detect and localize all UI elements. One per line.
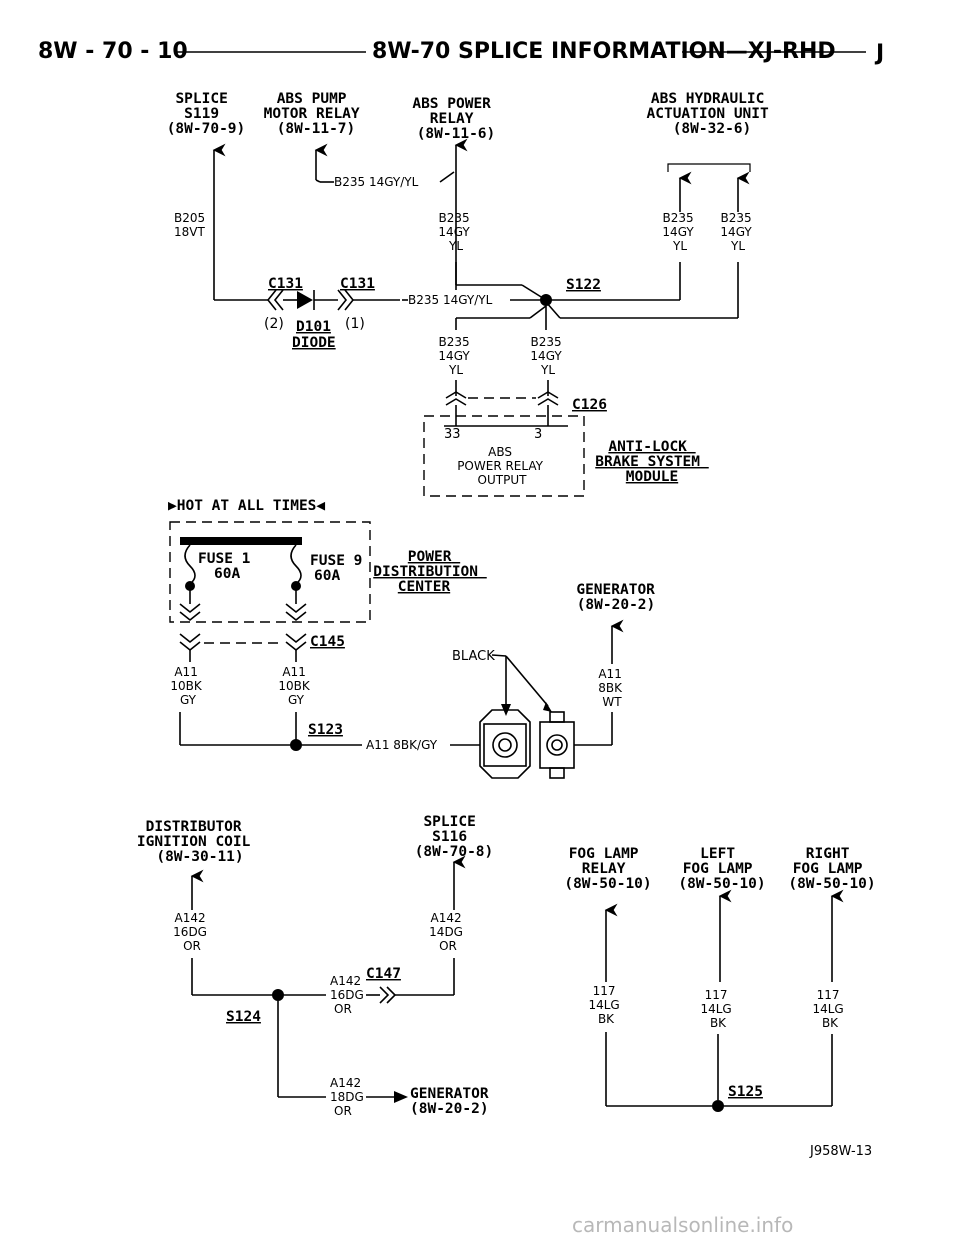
page-letter: J <box>874 41 884 66</box>
a142-c147-label: A142 16DG OR <box>330 974 368 1016</box>
splice-s119-label: SPLICE S119 (8W-70-9) <box>167 91 246 137</box>
power-distribution-center-label: POWER DISTRIBUTION CENTER <box>373 549 487 595</box>
splice-s124-dot <box>272 989 284 1001</box>
a142-gen-label: A142 18DG OR <box>330 1076 368 1118</box>
watermark: carmanualsonline.info <box>572 1213 793 1237</box>
b235-c126-b-label: B235 14GY YL <box>530 335 565 377</box>
w117-right-label: 117 14LG BK <box>812 988 847 1030</box>
s123-label: S123 <box>308 722 343 738</box>
distributor-label: DISTRIBUTOR IGNITION COIL (8W-30-11) <box>137 819 259 865</box>
b235-top-label: B235 14GY/YL <box>334 175 419 189</box>
abs-hydraulic-label: ABS HYDRAULIC ACTUATION UNIT (8W-32-6) <box>647 91 778 137</box>
s122-label: S122 <box>566 277 601 293</box>
anti-lock-module-label: ANTI-LOCK BRAKE SYSTEM MODULE <box>595 439 709 485</box>
section-a142: DISTRIBUTOR IGNITION COIL (8W-30-11) A14… <box>137 814 497 1118</box>
generator-top-label: GENERATOR (8W-20-2) <box>576 582 663 613</box>
w117-relay-label: 117 14LG BK <box>588 984 623 1026</box>
abs-output-text: ABS POWER RELAY OUTPUT <box>457 445 547 487</box>
busbar <box>180 537 302 545</box>
a11-fuse9-label: A11 10BK GY <box>278 665 313 707</box>
abs-pump-relay-label: ABS PUMP MOTOR RELAY (8W-11-7) <box>264 91 369 137</box>
diode-name-label: DIODE <box>292 335 336 351</box>
section-power-distribution: ▶HOT AT ALL TIMES◀ FUSE 1 60A FUSE 9 60A… <box>168 498 663 779</box>
fuse9-label: FUSE 9 60A <box>310 553 371 584</box>
w117-left-label: 117 14LG BK <box>700 988 735 1030</box>
page-header: 8W - 70 - 10 8W-70 SPLICE INFORMATION—XJ… <box>38 39 884 66</box>
page-number: 8W - 70 - 10 <box>38 39 188 64</box>
diode-pin1-label: (1) <box>345 316 365 332</box>
fuse1-label: FUSE 1 60A <box>198 551 259 582</box>
b235-diode-label: B235 14GY/YL <box>408 293 493 307</box>
splice-s116-label: SPLICE S116 (8W-70-8) <box>415 814 494 860</box>
abs-power-relay-label: ABS POWER RELAY (8W-11-6) <box>412 96 499 142</box>
pin33-label: 33 <box>444 427 461 442</box>
generator-bottom-label: GENERATOR (8W-20-2) <box>410 1086 497 1117</box>
b205-label: B205 18VT <box>174 211 209 239</box>
b235-hyd-a-label: B235 14GY YL <box>662 211 697 253</box>
splice-s123-dot <box>290 739 302 751</box>
fog-relay-label: FOG LAMP RELAY (8W-50-10) <box>564 846 651 892</box>
s124-label: S124 <box>226 1009 261 1025</box>
a11-s123-label: A11 8BK/GY <box>366 738 438 752</box>
pdc-box <box>169 521 371 623</box>
c131-b-label: C131 <box>340 276 375 292</box>
splice-s125-dot <box>712 1100 724 1112</box>
c145-label: C145 <box>310 634 345 650</box>
a142-dist-label: A142 16DG OR <box>173 911 211 953</box>
a142-s116-label: A142 14DG OR <box>429 911 467 953</box>
left-fog-label: LEFT FOG LAMP (8W-50-10) <box>678 846 765 892</box>
s125-label: S125 <box>728 1084 763 1100</box>
a11-fuse1-label: A11 10BK GY <box>170 665 205 707</box>
generator-terminal-symbol <box>479 702 575 779</box>
black-label: BLACK <box>452 649 495 664</box>
diode-d101-label: D101 <box>296 319 331 335</box>
pin3-label: 3 <box>534 427 542 442</box>
diode-pin2-label: (2) <box>264 316 284 332</box>
section-abs-b235: SPLICE S119 (8W-70-9) ABS PUMP MOTOR REL… <box>167 91 778 497</box>
c131-a-label: C131 <box>268 276 303 292</box>
a11-gen-label: A11 8BK WT <box>598 667 626 709</box>
diode-d101-symbol <box>266 289 400 311</box>
b235-hyd-b-label: B235 14GY YL <box>720 211 755 253</box>
section-fog-lamps: FOG LAMP RELAY (8W-50-10) LEFT FOG LAMP … <box>564 846 876 1112</box>
figure-code: J958W-13 <box>809 1144 872 1159</box>
b235-c126-a-label: B235 14GY YL <box>438 335 473 377</box>
right-fog-label: RIGHT FOG LAMP (8W-50-10) <box>788 846 875 892</box>
b235-relay-label: B235 14GY YL <box>438 211 473 253</box>
c126-label: C126 <box>572 397 607 413</box>
c147-label: C147 <box>366 966 401 982</box>
abs-output-box <box>423 415 585 497</box>
splice-s122-dot <box>540 294 552 306</box>
hot-at-all-times-label: ▶HOT AT ALL TIMES◀ <box>168 498 325 514</box>
